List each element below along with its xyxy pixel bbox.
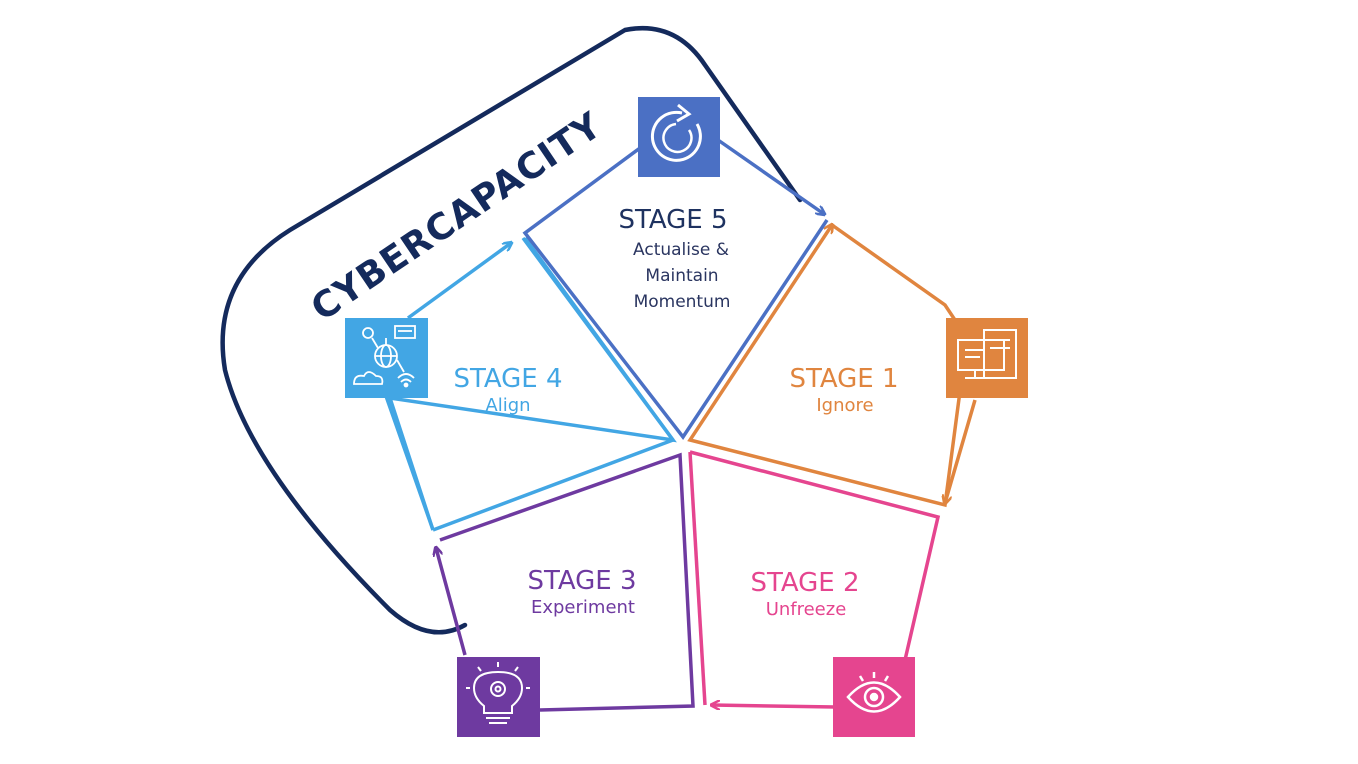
stage-4-arrow [406, 243, 511, 320]
refresh-cycle-icon [650, 103, 702, 162]
stage-1-outline [687, 225, 969, 508]
monitor-icon [957, 329, 1017, 379]
stage-1-subtitle: Ignore [816, 395, 873, 416]
stage-5-subtitle-line-2: Maintain [645, 266, 718, 286]
stage-3-arrow [436, 548, 467, 656]
stage-2-icon-tile [833, 657, 915, 737]
stage-2-left-edge [688, 451, 707, 706]
eye-icon [846, 672, 902, 713]
stage-4-right-edge [523, 236, 675, 442]
stage-5-subtitle-line-1: Actualise & [633, 240, 729, 260]
stage-5-arrow [716, 138, 824, 214]
stage-1-group: STAGE 1 Ignore [687, 225, 1028, 508]
stage-4-subtitle: Align [485, 395, 530, 416]
cybercapacity-boundary [220, 25, 803, 635]
stage-2-outline [689, 450, 941, 661]
lightbulb-gear-icon [466, 662, 530, 724]
stage-5-outline [522, 146, 829, 440]
stage-5-icon-tile [638, 97, 720, 177]
stage-1-icon-tile [946, 318, 1028, 398]
stage-4-left-edge [384, 395, 435, 531]
stage-5-subtitle-line-3: Momentum [634, 292, 731, 312]
stage-2-arrow [712, 705, 836, 707]
stage-5-title: STAGE 5 [618, 205, 727, 235]
stage-2-group: STAGE 2 Unfreeze [688, 450, 941, 737]
stage-2-subtitle: Unfreeze [766, 599, 847, 620]
stage-3-group: STAGE 3 Experiment [436, 452, 695, 737]
stage-3-title: STAGE 3 [527, 566, 636, 596]
stage-2-title: STAGE 2 [750, 568, 859, 598]
stage-4-bottom-edge [432, 438, 674, 532]
stage-4-title: STAGE 4 [453, 364, 562, 394]
stage-4-icon-tile [345, 318, 428, 398]
stage-1-title: STAGE 1 [789, 364, 898, 394]
stage-5-group: STAGE 5 Actualise & Maintain Momentum [522, 97, 829, 440]
stage-3-icon-tile [457, 657, 540, 737]
stage-1-arrow [945, 399, 977, 503]
network-globe-icon [353, 325, 416, 388]
stage-4-group: STAGE 4 Align [345, 236, 677, 532]
stage-3-subtitle: Experiment [531, 597, 635, 618]
stage-3-outline [439, 452, 695, 712]
